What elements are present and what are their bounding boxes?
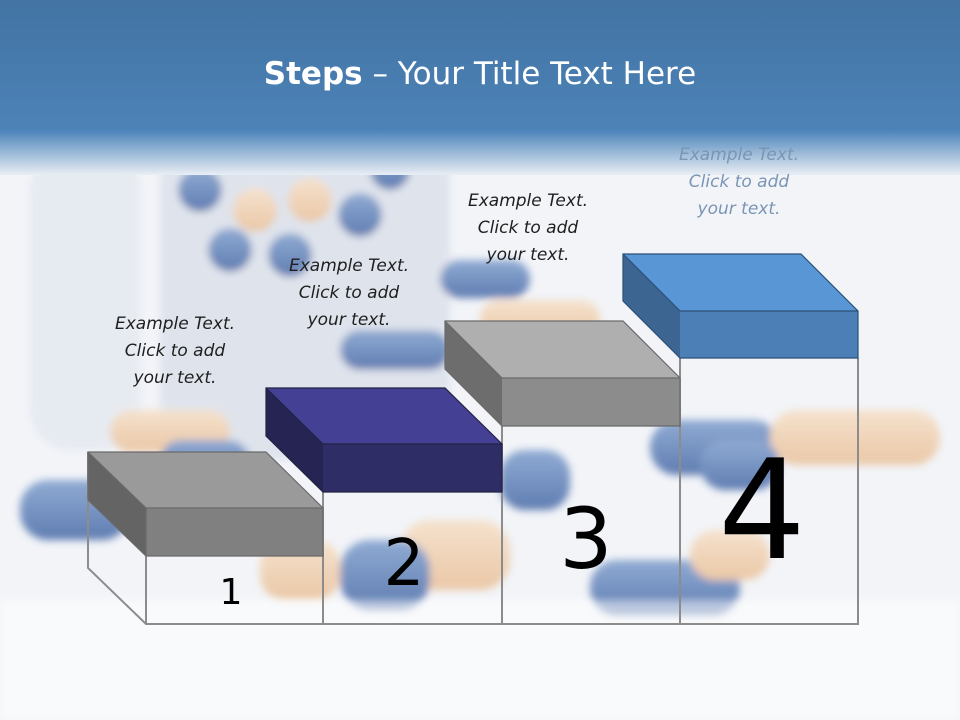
step-3-block[interactable] <box>445 321 680 426</box>
step-2-caption[interactable]: Example Text. Click to add your text. <box>259 253 439 334</box>
step-2-block[interactable] <box>266 388 502 492</box>
step-2-number: 2 <box>384 527 425 601</box>
step-4-caption[interactable]: Example Text. Click to add your text. <box>649 142 829 223</box>
step-4-side <box>623 254 680 358</box>
step-1-caption-line-1: Example Text. <box>114 314 236 334</box>
step-2-side <box>266 388 323 492</box>
step-2-top <box>266 388 502 444</box>
step-1-front <box>146 508 323 556</box>
step-4-caption-line-3: your text. <box>697 199 781 219</box>
step-3-caption-line-1: Example Text. <box>467 191 589 211</box>
step-3-caption-line-2: Click to add <box>477 218 579 238</box>
step-1-caption[interactable]: Example Text. Click to add your text. <box>85 311 265 392</box>
step-3-front <box>502 378 680 426</box>
step-3-caption-line-3: your text. <box>486 245 570 265</box>
step-1-side <box>88 452 146 556</box>
step-4-top <box>623 254 858 311</box>
step-2-front <box>323 444 502 492</box>
step-4-number: 4 <box>718 430 806 591</box>
step-4-front <box>680 311 858 358</box>
step-1-caption-line-3: your text. <box>133 368 217 388</box>
slide-title[interactable]: Steps – Your Title Text Here <box>0 52 960 96</box>
step-2-caption-line-1: Example Text. <box>288 256 410 276</box>
step-3-side <box>445 321 502 426</box>
step-4-caption-line-2: Click to add <box>688 172 790 192</box>
step-2-caption-line-3: your text. <box>307 310 391 330</box>
step-2-caption-line-2: Click to add <box>298 283 400 303</box>
step-3-number: 3 <box>559 490 612 588</box>
step-4-block[interactable] <box>623 254 858 358</box>
step-1-block[interactable] <box>88 452 323 556</box>
step-3-top <box>445 321 680 378</box>
title-rest: – Your Title Text Here <box>362 56 697 92</box>
step-1-caption-line-2: Click to add <box>124 341 226 361</box>
step-4-caption-line-1: Example Text. <box>678 145 800 165</box>
step-3-caption[interactable]: Example Text. Click to add your text. <box>438 188 618 269</box>
step-1-top <box>88 452 323 508</box>
block-edges <box>87 253 859 557</box>
step-1-number: 1 <box>220 572 243 613</box>
title-bold: Steps <box>263 56 363 92</box>
